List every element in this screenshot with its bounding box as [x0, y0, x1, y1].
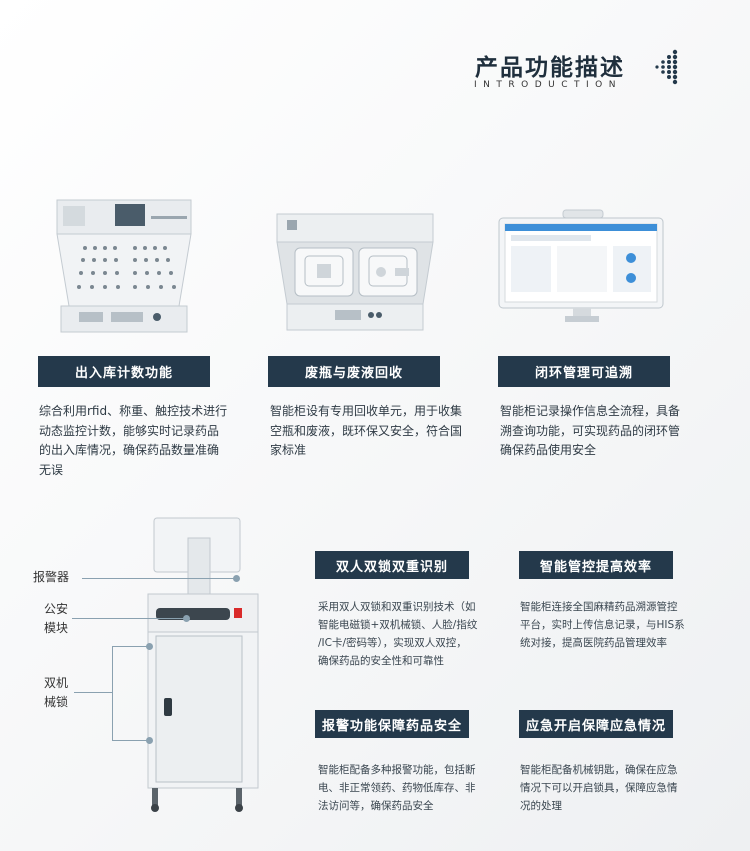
traceability-screen-image [498, 209, 664, 322]
waste-recovery-image [276, 213, 434, 331]
label-police-module: 公安模块 [44, 602, 69, 635]
label-alarm: 报警器 [33, 570, 70, 584]
feature-tag-trace: 闭环管理可追溯 [498, 356, 670, 387]
label-mechanical-lock: 双机械锁 [44, 676, 69, 709]
smart-cabinet-image [147, 517, 259, 812]
feature-tag-inout: 出入库计数功能 [38, 356, 210, 387]
drawer-counting-image [56, 199, 192, 333]
feature-desc-alarm: 智能柜配备多种报警功能，包括断电、非正常领药、药物低库存、非法访问等，确保药品安… [318, 764, 476, 812]
callout-dot-lock-bottom [146, 737, 153, 744]
feature-tag-efficiency: 智能管控提高效率 [519, 551, 673, 579]
callout-dot-police [183, 615, 190, 622]
feature-tag-waste: 废瓶与废液回收 [268, 356, 440, 387]
feature-tag-emergency: 应急开启保障应急情况 [519, 710, 673, 738]
callout-line-lock-top [112, 646, 148, 647]
callout-dot-alarm [233, 575, 240, 582]
callout-line-alarm [82, 578, 234, 579]
feature-desc-efficiency: 智能柜连接全国麻精药品溯源管控平台，实时上传信息记录，与HIS系统对接，提高医院… [520, 601, 685, 649]
feature-desc-waste: 智能柜设有专用回收单元，用于收集空瓶和废液，既环保又安全，符合国家标准 [270, 404, 463, 457]
feature-tag-dual-lock: 双人双锁双重识别 [315, 551, 469, 579]
dots-decoration-icon [655, 49, 678, 85]
feature-desc-trace: 智能柜记录操作信息全流程，具备溯查询功能，可实现药品的闭环管确保药品使用安全 [500, 404, 681, 457]
feature-desc-emergency: 智能柜配备机械钥匙，确保在应急情况下可以开启锁具，保障应急情况的处理 [520, 764, 678, 812]
callout-dot-lock-top [146, 643, 153, 650]
callout-line-lock [74, 692, 112, 693]
feature-desc-inout: 综合利用rfid、称重、触控技术进行动态监控计数，能够实时记录药品的出入库情况，… [39, 404, 228, 477]
callout-bracket-lock [112, 646, 113, 740]
page-subtitle: INTRODUCTION [474, 80, 622, 90]
feature-desc-dual-lock: 采用双人双锁和双重识别技术（如智能电磁锁+双机械锁、人脸/指纹/IC卡/密码等）… [318, 601, 478, 667]
page-title: 产品功能描述 [475, 55, 625, 81]
callout-line-police [72, 618, 184, 619]
feature-tag-alarm: 报警功能保障药品安全 [315, 710, 469, 738]
callout-line-lock-bottom [112, 740, 148, 741]
